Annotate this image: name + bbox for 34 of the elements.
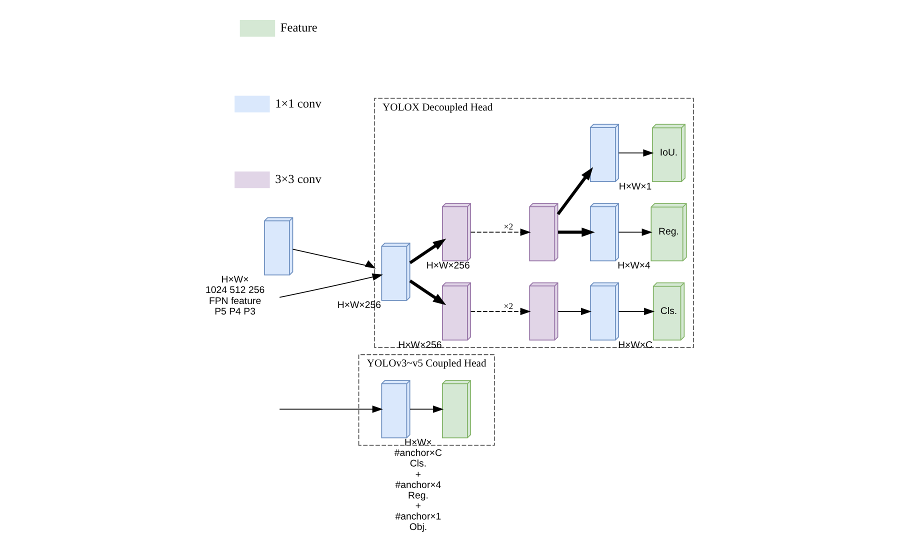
arrow [278, 273, 382, 298]
node-label: FPN feature [208, 296, 261, 307]
node-label: Reg. [407, 490, 428, 502]
node-label: Obj. [408, 522, 427, 534]
node-label: + [414, 501, 421, 512]
node-label: H×W×1 [618, 181, 652, 192]
node-label: #anchor×1 [394, 512, 441, 523]
arrow [470, 228, 530, 236]
arrow [278, 406, 382, 413]
node-label: H×W×256 [426, 260, 470, 272]
node-label: P5 P4 P3 [214, 306, 255, 318]
arrow [408, 238, 446, 264]
node-label: 1024 512 256 [204, 285, 264, 296]
node-label: + [414, 469, 421, 480]
edge-label: ×2 [503, 222, 513, 232]
arrow [408, 280, 446, 306]
node-label: H×W×4 [617, 260, 650, 272]
node-label: #anchor×C [394, 448, 442, 460]
arrow [556, 167, 593, 216]
arrow [618, 149, 654, 157]
node-label: #anchor×4 [394, 480, 441, 491]
node-label: H×W× [220, 274, 248, 286]
arrow [618, 228, 652, 236]
legend-label: 3×3 conv [274, 172, 321, 186]
arrow [557, 228, 594, 237]
arrow [470, 308, 530, 316]
edge-label: ×2 [503, 300, 513, 311]
node-label: Cls. [409, 458, 426, 470]
legend-label: 1×1 conv [274, 96, 321, 110]
arrow [557, 308, 592, 316]
legend-label: Feature [280, 20, 317, 35]
arrow [409, 406, 444, 413]
arrow [292, 248, 376, 269]
arrow [618, 308, 654, 316]
